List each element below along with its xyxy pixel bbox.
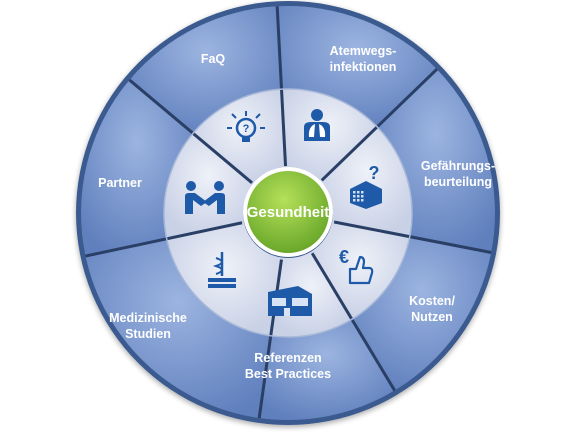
segment-label-line: Referenzen [254, 351, 321, 365]
svg-text:?: ? [243, 123, 250, 135]
segment-label-line: Gefährungs- [421, 159, 495, 173]
svg-text:€: € [339, 247, 349, 267]
divider-line [85, 221, 243, 258]
lungs-person-icon [304, 109, 330, 141]
divider-line [128, 78, 253, 184]
segment-label-line: Partner [98, 176, 142, 190]
segment-label-line: infektionen [330, 60, 397, 74]
lightbulb-question-icon: ? [227, 111, 265, 142]
inner-segment-partner[interactable] [193, 89, 286, 185]
segment-label-line: Studien [125, 327, 171, 341]
segment-label-line: Medizinische [109, 311, 187, 325]
segment-label-line: Atemwegs- [330, 44, 397, 58]
inner-segment-gefaehrdungsbeurteilung[interactable] [311, 221, 410, 320]
segment-label-line: Nutzen [411, 310, 453, 324]
modern-building-icon [268, 286, 312, 316]
segment-partner[interactable] [129, 6, 282, 134]
divider-line [310, 252, 396, 392]
divider-line [275, 6, 288, 167]
caduceus-book-icon [208, 252, 236, 288]
segment-atemwegsinfektionen[interactable] [377, 69, 496, 253]
segment-medizinische-studien[interactable] [81, 79, 194, 257]
segment-gefaehrdungsbeurteilung[interactable] [351, 236, 492, 391]
segment-dividers [85, 6, 492, 419]
segment-label-faq: FaQ [201, 52, 226, 66]
segment-label-atemwegsinfektionen: Atemwegs-infektionen [330, 44, 397, 74]
segment-icons: ?? € [185, 109, 382, 316]
segment-faq[interactable] [277, 6, 437, 127]
segment-label-line: beurteilung [424, 175, 492, 189]
segment-label-partner: Partner [98, 176, 142, 190]
segment-label-kosten-nutzen: Kosten/Nutzen [409, 294, 455, 324]
inner-ring-edge [163, 88, 413, 338]
svg-text:?: ? [369, 163, 380, 183]
segment-labels: FaQ Atemwegs-infektionenGefährungs-beurte… [98, 44, 495, 381]
divider-line [257, 259, 283, 419]
center-hub[interactable]: Gesundheit [243, 167, 333, 257]
segment-kosten-nutzen[interactable] [259, 319, 395, 421]
building-question-icon: ? [350, 163, 382, 209]
divider-line [333, 220, 492, 254]
outer-ring [81, 6, 496, 421]
handshake-icon [185, 181, 225, 214]
segment-label-line: FaQ [201, 52, 226, 66]
euro-thumbs-up-icon: € [339, 247, 374, 285]
divider-line [320, 68, 438, 182]
segment-label-gefaehrdungsbeurteilung: Gefährungs-beurteilung [421, 159, 495, 189]
segment-referenzen[interactable] [85, 238, 271, 418]
center-label: Gesundheit [247, 204, 330, 221]
segment-label-line: Best Practices [245, 367, 331, 381]
segment-label-line: Kosten/ [409, 294, 455, 308]
